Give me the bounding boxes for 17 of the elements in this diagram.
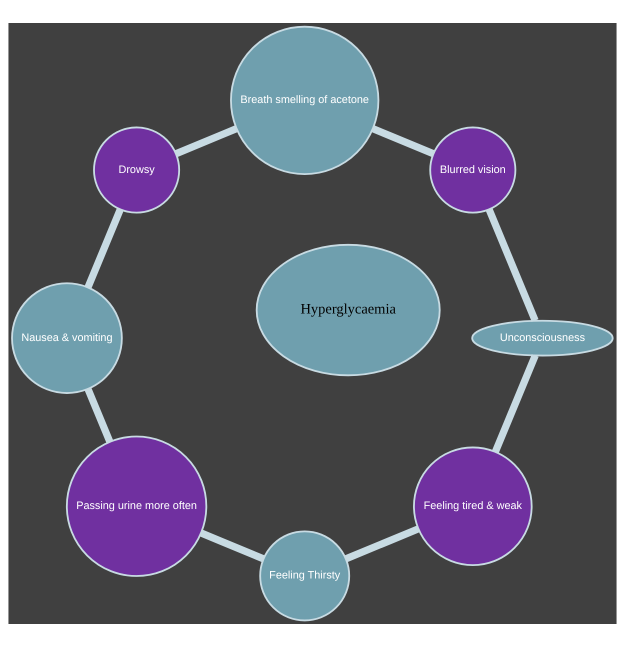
node-circle: Feeling tired & weak — [413, 446, 533, 566]
node-ellipse: Hyperglycaemia — [256, 243, 441, 376]
connector — [372, 124, 435, 157]
connector — [344, 524, 420, 562]
node-circle: Passing urine more often — [66, 435, 208, 576]
connector — [84, 387, 114, 443]
node-circle: Drowsy — [93, 126, 180, 214]
node-circle: Nausea & vomiting — [11, 282, 123, 394]
node-circle: Breath smelling of acetone — [230, 25, 380, 175]
connector — [199, 529, 265, 562]
node-circle: Feeling Thirsty — [259, 530, 350, 621]
connector — [84, 208, 124, 288]
node-circle: Blurred vision — [429, 126, 516, 214]
connector — [486, 208, 538, 322]
connector — [174, 124, 238, 157]
node-ellipse: Unconsciousness — [471, 319, 614, 356]
connector — [492, 354, 539, 453]
